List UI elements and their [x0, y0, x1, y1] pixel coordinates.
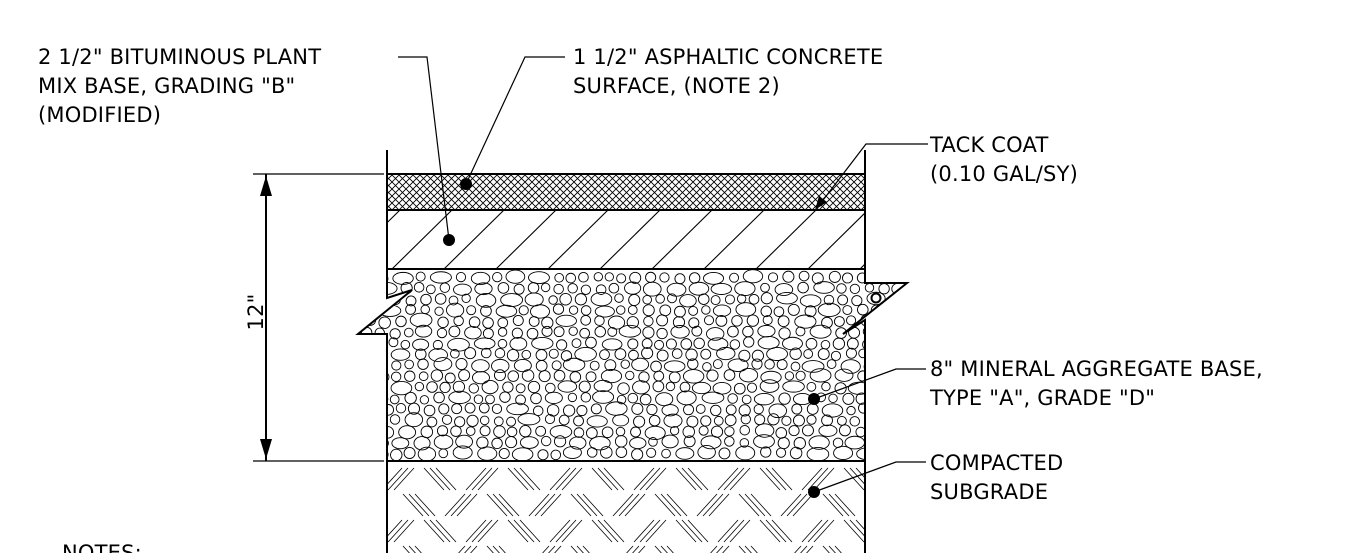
callout-surface-course: 1 1/2" ASPHALTIC CONCRETE SURFACE, (NOTE… — [460, 45, 883, 190]
callout-subgrade: COMPACTED SUBGRADE — [808, 451, 1063, 504]
break-marker-dot — [870, 292, 882, 304]
aggregate-callout-line-1: 8" MINERAL AGGREGATE BASE, — [930, 357, 1263, 381]
base-callout-line-1: 2 1/2" BITUMINOUS PLANT — [38, 45, 321, 69]
callout-aggregate-base: 8" MINERAL AGGREGATE BASE, TYPE "A", GRA… — [808, 357, 1263, 410]
dimension-label: 12" — [244, 294, 268, 331]
subgrade-layer — [387, 467, 865, 553]
base-callout-line-2: MIX BASE, GRADING "B" — [38, 74, 295, 98]
aggregate-callout-line-2: TYPE "A", GRADE "D" — [929, 386, 1155, 410]
section-outline — [355, 150, 910, 553]
tack-callout-line-1: TACK COAT — [929, 133, 1049, 157]
notes-heading: NOTES: — [62, 541, 142, 553]
subgrade-callout-line-1: COMPACTED — [930, 451, 1063, 475]
callout-base-course: 2 1/2" BITUMINOUS PLANT MIX BASE, GRADIN… — [38, 45, 455, 246]
base-course-layer — [387, 210, 865, 270]
base-callout-line-3: (MODIFIED) — [38, 103, 161, 127]
dimension-12-inch: 12" — [244, 173, 384, 462]
surface-course-layer — [386, 173, 866, 211]
aggregate-base-layer — [359, 269, 907, 462]
subgrade-callout-line-2: SUBGRADE — [930, 480, 1048, 504]
surface-callout-line-1: 1 1/2" ASPHALTIC CONCRETE — [573, 45, 883, 69]
callout-tack-coat: TACK COAT (0.10 GAL/SY) — [815, 133, 1078, 210]
tack-callout-line-2: (0.10 GAL/SY) — [930, 162, 1078, 186]
surface-callout-line-2: SURFACE, (NOTE 2) — [573, 74, 780, 98]
